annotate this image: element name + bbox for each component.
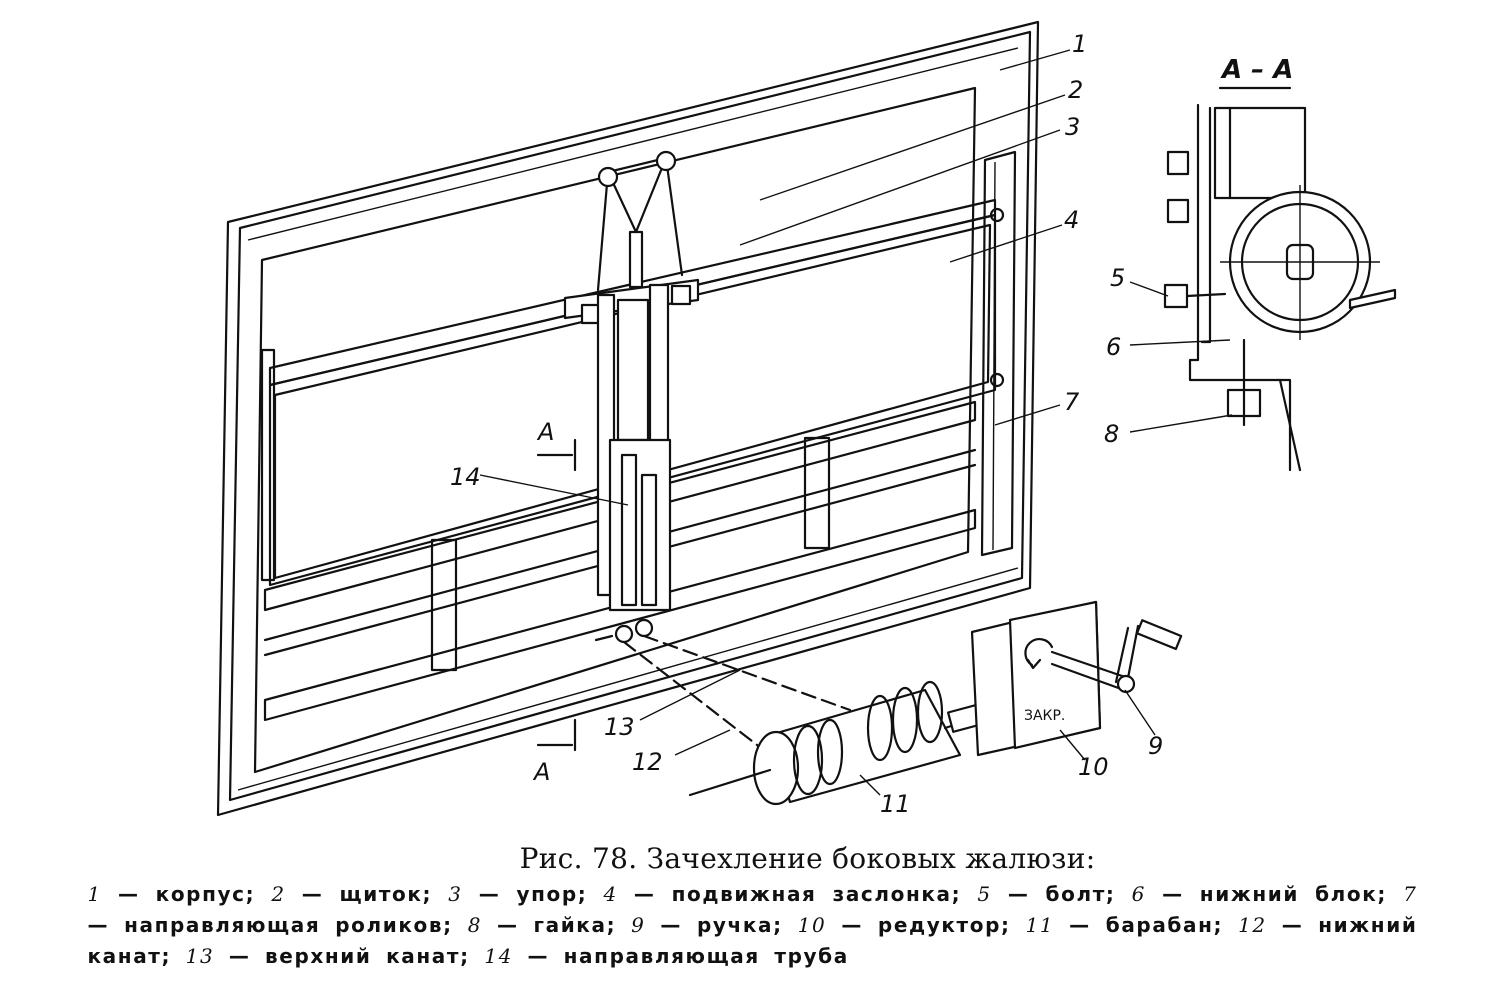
legend-number: 13 <box>185 944 215 968</box>
callout-12: 12 <box>632 748 663 776</box>
callout-8: 8 <box>1104 420 1119 448</box>
legend-number: 14 <box>484 944 513 968</box>
legend-text: ручка <box>697 913 774 937</box>
legend-number: 2 <box>271 882 286 906</box>
legend-number: 5 <box>977 882 992 906</box>
reducer-plate-label: ЗАКР. <box>1024 708 1065 724</box>
legend-entry: 14 — направляющая труба <box>484 944 849 968</box>
legend-entry: 3 — упор; <box>448 882 604 906</box>
callout-6: 6 <box>1106 333 1121 361</box>
caption-title: Рис. 78. Зачехление боковых жалюзи: <box>519 842 1096 875</box>
reducer-box: ЗАКР. <box>970 600 1102 757</box>
legend-text: барабан <box>1105 913 1214 937</box>
callout-11: 11 <box>880 790 911 818</box>
legend-text: нижний блок <box>1199 882 1378 906</box>
legend-text: болт <box>1045 882 1106 906</box>
section-mark-upper: A <box>536 418 554 446</box>
drum <box>688 680 997 806</box>
legend-number: 4 <box>603 882 618 906</box>
legend-number: 12 <box>1238 913 1267 937</box>
legend-text: нижний канат <box>87 913 1418 968</box>
callout-7: 7 <box>1064 388 1080 416</box>
legend-text: направляющая роликов <box>124 913 444 937</box>
guide-tube-assembly <box>563 150 700 644</box>
section-a-a-detail <box>1163 86 1397 472</box>
callout-1: 1 <box>1072 30 1087 58</box>
legend-entry: 11 — барабан; <box>1025 913 1239 937</box>
section-mark-lower: A <box>532 758 550 786</box>
legend-text: щиток <box>339 882 423 906</box>
legend-entry: 9 — ручка; <box>631 913 798 937</box>
legend-number: 8 <box>467 913 483 937</box>
legend-text: верхний канат <box>265 944 461 968</box>
roller-guide <box>980 150 1017 557</box>
callout-14: 14 <box>450 463 481 491</box>
section-markers: A A A – A <box>532 55 1293 786</box>
leader-lines <box>479 49 1233 796</box>
legend-number: 1 <box>87 882 102 906</box>
legend-entry: 13 — верхний канат; <box>185 944 485 968</box>
legend-entry: 12 — нижний канат; <box>87 913 1418 968</box>
callout-10: 10 <box>1078 753 1109 781</box>
callout-4: 4 <box>1064 206 1079 234</box>
callout-labels: 1 2 3 4 5 6 7 8 9 10 11 12 13 14 <box>450 30 1163 818</box>
cables <box>594 634 852 757</box>
legend-entry: 6 — нижний блок; <box>1131 882 1404 906</box>
callout-5: 5 <box>1110 264 1125 292</box>
callout-9: 9 <box>1148 732 1163 760</box>
legend-text: гайка <box>533 913 607 937</box>
callout-3: 3 <box>1065 113 1080 141</box>
callout-2: 2 <box>1068 76 1083 104</box>
legend-number: 7 <box>1403 882 1418 906</box>
legend-number: 10 <box>797 913 827 937</box>
legend-text: направляющая труба <box>563 944 849 968</box>
legend-entry: 1 — корпус; <box>87 882 272 906</box>
legend-text: подвижная заслонка <box>671 882 952 906</box>
caption-legend: 1 — корпус; 2 — щиток; 3 — упор; 4 — под… <box>88 879 1418 972</box>
legend-number: 3 <box>448 882 463 906</box>
legend-entry: 8 — гайка; <box>467 913 632 937</box>
callout-13: 13 <box>604 713 635 741</box>
legend-text: редуктор <box>877 913 1001 937</box>
legend-number: 6 <box>1131 882 1146 906</box>
legend-entry: 7 — направляющая роликов; <box>87 882 1418 937</box>
legend-number: 9 <box>631 913 646 937</box>
section-title: A – A <box>1220 55 1293 85</box>
legend-entry: 5 — болт; <box>977 882 1132 906</box>
crank-handle <box>1050 619 1183 694</box>
legend-text: корпус <box>155 882 246 906</box>
legend-text: упор <box>516 882 578 906</box>
legend-entry: 2 — щиток; <box>271 882 449 906</box>
frame-housing <box>216 20 1040 817</box>
legend-entry: 4 — подвижная заслонка; <box>603 882 978 906</box>
figure-caption: Рис. 78. Зачехление боковых жалюзи: 1 — … <box>0 842 1505 972</box>
legend-entry: 10 — редуктор; <box>797 913 1026 937</box>
legend-number: 11 <box>1025 913 1055 937</box>
